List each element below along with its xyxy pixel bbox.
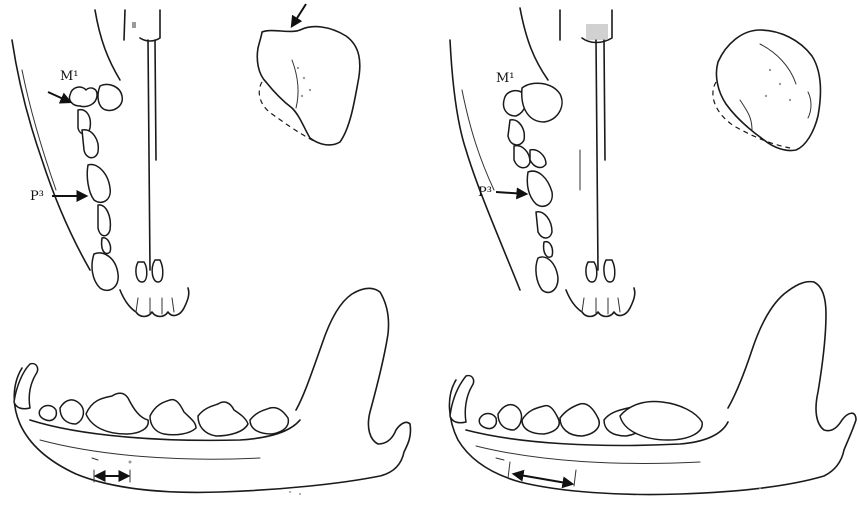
left-label-p3: P³ [30, 189, 44, 204]
left-panel: M¹ P³ [12, 4, 411, 495]
left-detail-arrow [292, 4, 306, 26]
right-p3-arrow [496, 192, 526, 194]
left-tooth-detail-drawing [257, 27, 360, 145]
right-label-m1: M¹ [496, 71, 515, 86]
right-mandible-drawing [449, 282, 856, 495]
left-label-m1: M¹ [60, 69, 79, 84]
left-m1-arrow [48, 92, 70, 102]
right-label-p3: P³ [478, 185, 492, 200]
right-palate-drawing [450, 8, 635, 317]
right-tooth-detail-drawing [713, 30, 821, 151]
right-panel: M¹ P³ [449, 8, 856, 495]
left-mandible-drawing [14, 288, 411, 495]
left-palate-drawing [12, 10, 189, 317]
